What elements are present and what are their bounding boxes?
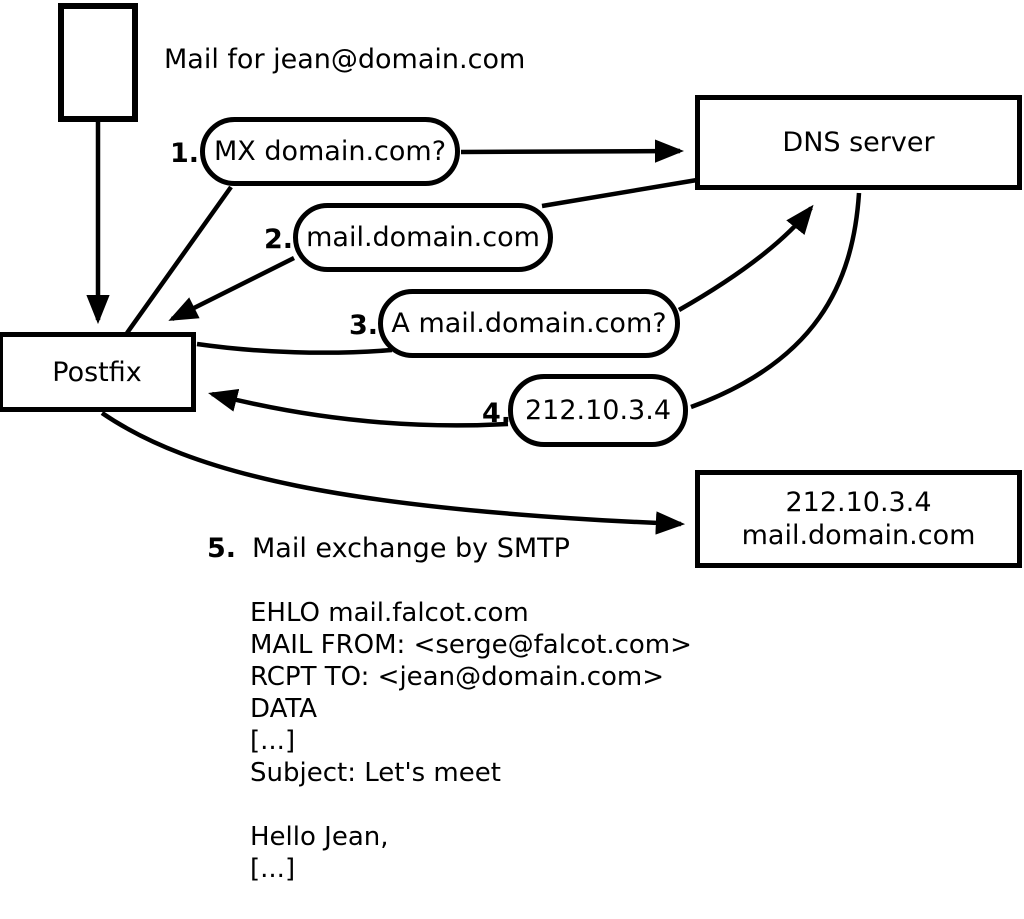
step1-label: MX domain.com? (213, 136, 447, 167)
smtp-line (250, 885, 692, 917)
step2-label: mail.domain.com (306, 222, 540, 253)
arrow-postfix-to-target (100, 411, 686, 535)
step2-answer-pill: mail.domain.com (293, 203, 553, 272)
step1-number: 1. (170, 138, 200, 169)
smtp-line (250, 789, 692, 821)
postfix-label: Postfix (52, 356, 142, 388)
smtp-line: Subject: Let's meet (250, 758, 501, 788)
target-server-ip: 212.10.3.4 (785, 487, 932, 518)
step4-number: 4. (482, 398, 512, 429)
target-server-hostname: mail.domain.com (741, 520, 976, 551)
arrow-step4-to-postfix (208, 388, 509, 428)
target-server-box: 212.10.3.4 mail.domain.com (695, 470, 1022, 568)
smtp-line: MAIL FROM: <serge@falcot.com> (250, 630, 692, 660)
line-dns-to-step4 (690, 192, 862, 410)
arrow-step1-to-dns (460, 139, 685, 163)
smtp-line: Hello Jean, (250, 822, 389, 852)
step1-query-pill: MX domain.com? (200, 117, 460, 186)
smtp-line: [...] (250, 726, 296, 756)
step4-label: 212.10.3.4 (525, 395, 671, 426)
line-postfix-to-step1 (125, 185, 233, 335)
step3-query-pill: A mail.domain.com? (378, 289, 680, 358)
line-dns-to-step2 (541, 177, 698, 209)
step5-label: Mail exchange by SMTP (252, 533, 570, 564)
line-postfix-to-step3 (196, 341, 393, 355)
step4-answer-pill: 212.10.3.4 (508, 374, 688, 447)
arrow-step3-to-dns (677, 204, 814, 312)
smtp-line: RCPT TO: <jean@domain.com> (250, 662, 665, 692)
arrow-step2-to-postfix (168, 255, 296, 322)
step3-label: A mail.domain.com? (391, 308, 667, 339)
step3-number: 3. (349, 310, 379, 341)
postfix-box: Postfix (0, 332, 196, 412)
dns-server-box: DNS server (695, 95, 1022, 190)
smtp-session-text: EHLO mail.falcot.com MAIL FROM: <serge@f… (250, 597, 692, 919)
dns-server-label: DNS server (782, 127, 935, 158)
smtp-line: DATA (250, 694, 317, 724)
mail-envelope-shape (58, 3, 138, 122)
mail-for-label: Mail for jean@domain.com (164, 44, 526, 75)
step5-number: 5. (207, 533, 237, 564)
smtp-line: EHLO mail.falcot.com (250, 598, 529, 628)
step2-number: 2. (264, 224, 294, 255)
smtp-line: [...] (250, 854, 296, 884)
